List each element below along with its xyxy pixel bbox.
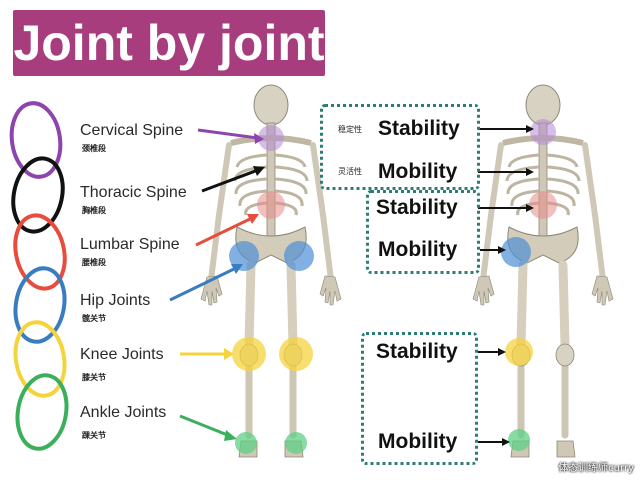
ring-hip bbox=[13, 266, 67, 344]
page-title: Joint by joint bbox=[13, 15, 325, 71]
stability-1: Stability bbox=[378, 117, 460, 140]
label-thoracic: Thoracic Spine bbox=[80, 184, 187, 201]
ring-thoracic bbox=[11, 156, 65, 234]
label-hip: Hip Joints bbox=[80, 292, 151, 309]
ring-ankle bbox=[15, 373, 69, 451]
label-ankle-cn: 踝关节 bbox=[82, 431, 106, 440]
mobility-1: Mobility bbox=[378, 160, 458, 183]
label-hip-cn: 髋关节 bbox=[82, 314, 106, 323]
watermark: 体态训练师curry bbox=[558, 463, 634, 474]
stability-cn: 稳定性 bbox=[338, 125, 362, 134]
joint-arrows bbox=[169, 128, 265, 441]
joint-highlights-right bbox=[501, 119, 557, 451]
joint-chain bbox=[9, 101, 69, 451]
label-cervical-cn: 颈椎段 bbox=[82, 144, 106, 153]
title-banner: Joint by joint bbox=[13, 10, 325, 76]
label-lumbar-cn: 腰椎段 bbox=[82, 258, 106, 267]
joint-highlights-left bbox=[229, 125, 314, 454]
stability-2: Stability bbox=[376, 196, 458, 219]
mobility-cn: 灵活性 bbox=[338, 167, 362, 176]
ring-lumbar bbox=[13, 213, 67, 291]
mobility-3: Mobility bbox=[378, 430, 458, 453]
right-arrows bbox=[478, 125, 534, 446]
stability-3: Stability bbox=[376, 340, 458, 363]
label-lumbar: Lumbar Spine bbox=[80, 236, 180, 253]
label-knee-cn: 膝关节 bbox=[82, 373, 106, 382]
mobility-2: Mobility bbox=[378, 238, 458, 261]
label-cervical: Cervical Spine bbox=[80, 122, 184, 139]
label-thoracic-cn: 胸椎段 bbox=[82, 206, 106, 215]
box-lumbar-hip bbox=[366, 190, 480, 274]
box-knee-ankle bbox=[361, 332, 478, 465]
ring-knee bbox=[13, 320, 67, 398]
ring-cervical bbox=[9, 101, 63, 179]
label-knee: Knee Joints bbox=[80, 346, 164, 363]
box-spine-upper bbox=[320, 104, 480, 190]
label-ankle: Ankle Joints bbox=[80, 404, 167, 421]
